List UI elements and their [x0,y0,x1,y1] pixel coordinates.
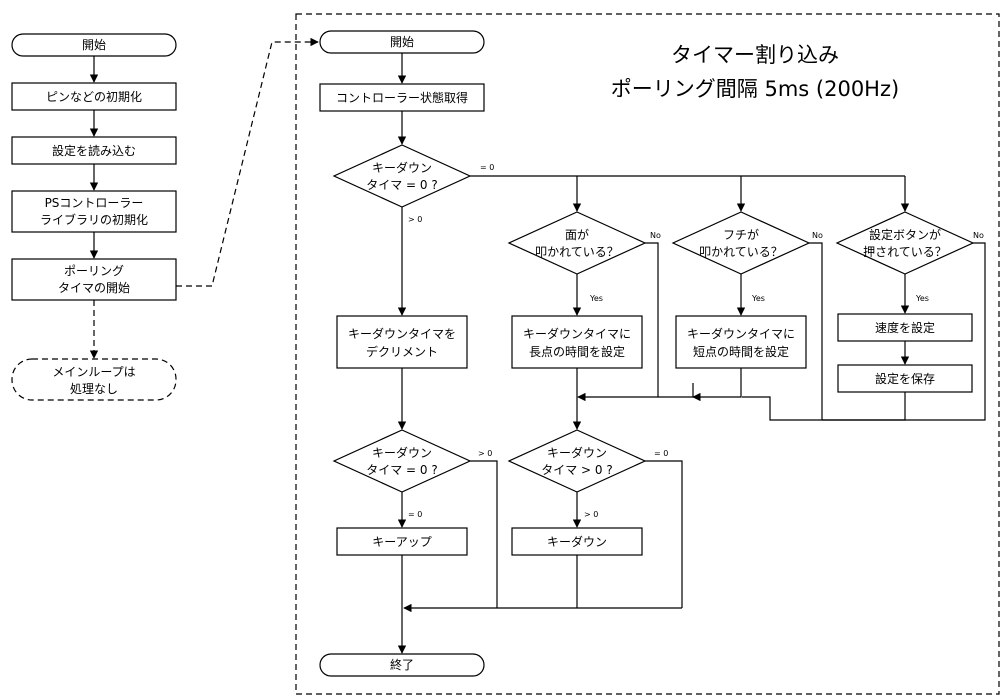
edge-label-no-rim: No [812,231,823,240]
check-keydown-decision [332,144,472,208]
set-long-label-1: キーダウンタイマに [523,326,631,341]
check-face-decision [507,211,647,275]
edge-label-gt0-top: > 0 [408,215,422,224]
init-ps-label-2: ライブラリの初期化 [40,212,148,227]
edge-label-eq0-gt: = 0 [654,449,668,458]
set-short-label-2: 短点の時間を設定 [693,344,789,359]
check-keyup-label-2: タイマ = 0 ? [366,463,438,477]
check-gt-label-1: キーダウン [547,445,607,460]
check-rim-label-2: 叩かれている？ [699,245,783,259]
check-gt-decision [507,429,647,493]
edge-labels: = 0 > 0 No No No Yes Yes Yes > 0 = 0 = 0… [408,163,984,519]
set-long-box [511,315,643,369]
start-polling-label-1: ポーリング [64,264,124,278]
edge-label-no-setting: No [973,231,984,240]
decrement-label-2: デクリメント [366,344,438,359]
title-line-2: ポーリング間隔 5ms (200Hz) [611,77,899,101]
edge-label-yes-face: Yes [589,294,603,303]
check-setting-label-1: 設定ボタンが [869,227,941,242]
set-speed-label: 速度を設定 [875,320,935,335]
init-pins-box [11,82,177,111]
check-keydown-label-1: キーダウン [372,160,432,175]
check-keyup-decision [332,429,472,493]
keyup-label: キーアップ [372,535,432,549]
check-rim-label-1: フチが [723,227,759,242]
edge-label-eq0-top: = 0 [480,163,494,172]
title-line-1: タイマー割り込み [671,43,839,67]
timer-end-label: 終了 [390,657,414,672]
get-state-label: コントローラー状態取得 [336,90,468,105]
decrement-box [336,315,468,369]
edge-label-no-face: No [650,231,661,240]
set-short-box [675,315,807,369]
check-setting-decision [835,211,975,275]
init-ps-label-1: PSコントローラー [45,196,144,210]
check-rim-decision [671,211,811,275]
timer-flow: 開始 コントローラー状態取得 キーダウン タイマ = 0 ? 面が 叩かれている… [319,30,986,677]
main-loop-label-1: メインループは [52,365,135,379]
init-ps-box [11,190,177,233]
set-long-label-2: 長点の時間を設定 [529,344,625,359]
check-keydown-label-2: タイマ = 0 ? [366,178,438,192]
keydown-label: キーダウン [547,534,607,549]
set-short-label-1: キーダウンタイマに [687,326,795,341]
timer-start-label: 開始 [390,35,414,49]
check-face-label-1: 面が [565,227,589,242]
edge-label-gt0-gt: > 0 [584,510,598,519]
save-settings-box [837,364,973,393]
load-settings-label: 設定を読み込む [52,143,136,158]
start-polling-label-2: タイマの開始 [58,281,130,295]
main-flow: 開始 ピンなどの初期化 設定を読み込む PSコントローラー ライブラリの初期化 … [11,33,319,401]
check-gt-label-2: タイマ > 0 ? [541,463,613,477]
main-start-label: 開始 [82,38,106,52]
timer-interrupt-boundary [295,13,1000,695]
check-keyup-label-1: キーダウン [372,445,432,460]
get-state-box [319,83,485,112]
main-loop-terminal [11,358,177,401]
edge-label-yes-setting: Yes [915,294,929,303]
keydown-box [511,527,643,556]
save-settings-label: 設定を保存 [875,371,935,386]
decrement-label-1: キーダウンタイマを [348,326,456,341]
edge-label-gt0-keyup: > 0 [478,449,492,458]
init-pins-label: ピンなどの初期化 [46,90,142,104]
edge-label-yes-rim: Yes [751,294,765,303]
keyup-box [336,527,468,556]
check-setting-label-2: 押されている？ [863,245,947,259]
timer-end-terminal [319,653,485,677]
edge-label-eq0-keyup: = 0 [408,510,422,519]
set-speed-box [837,313,973,342]
check-face-label-2: 叩かれている？ [535,245,619,259]
main-loop-label-2: 処理なし [70,382,118,396]
